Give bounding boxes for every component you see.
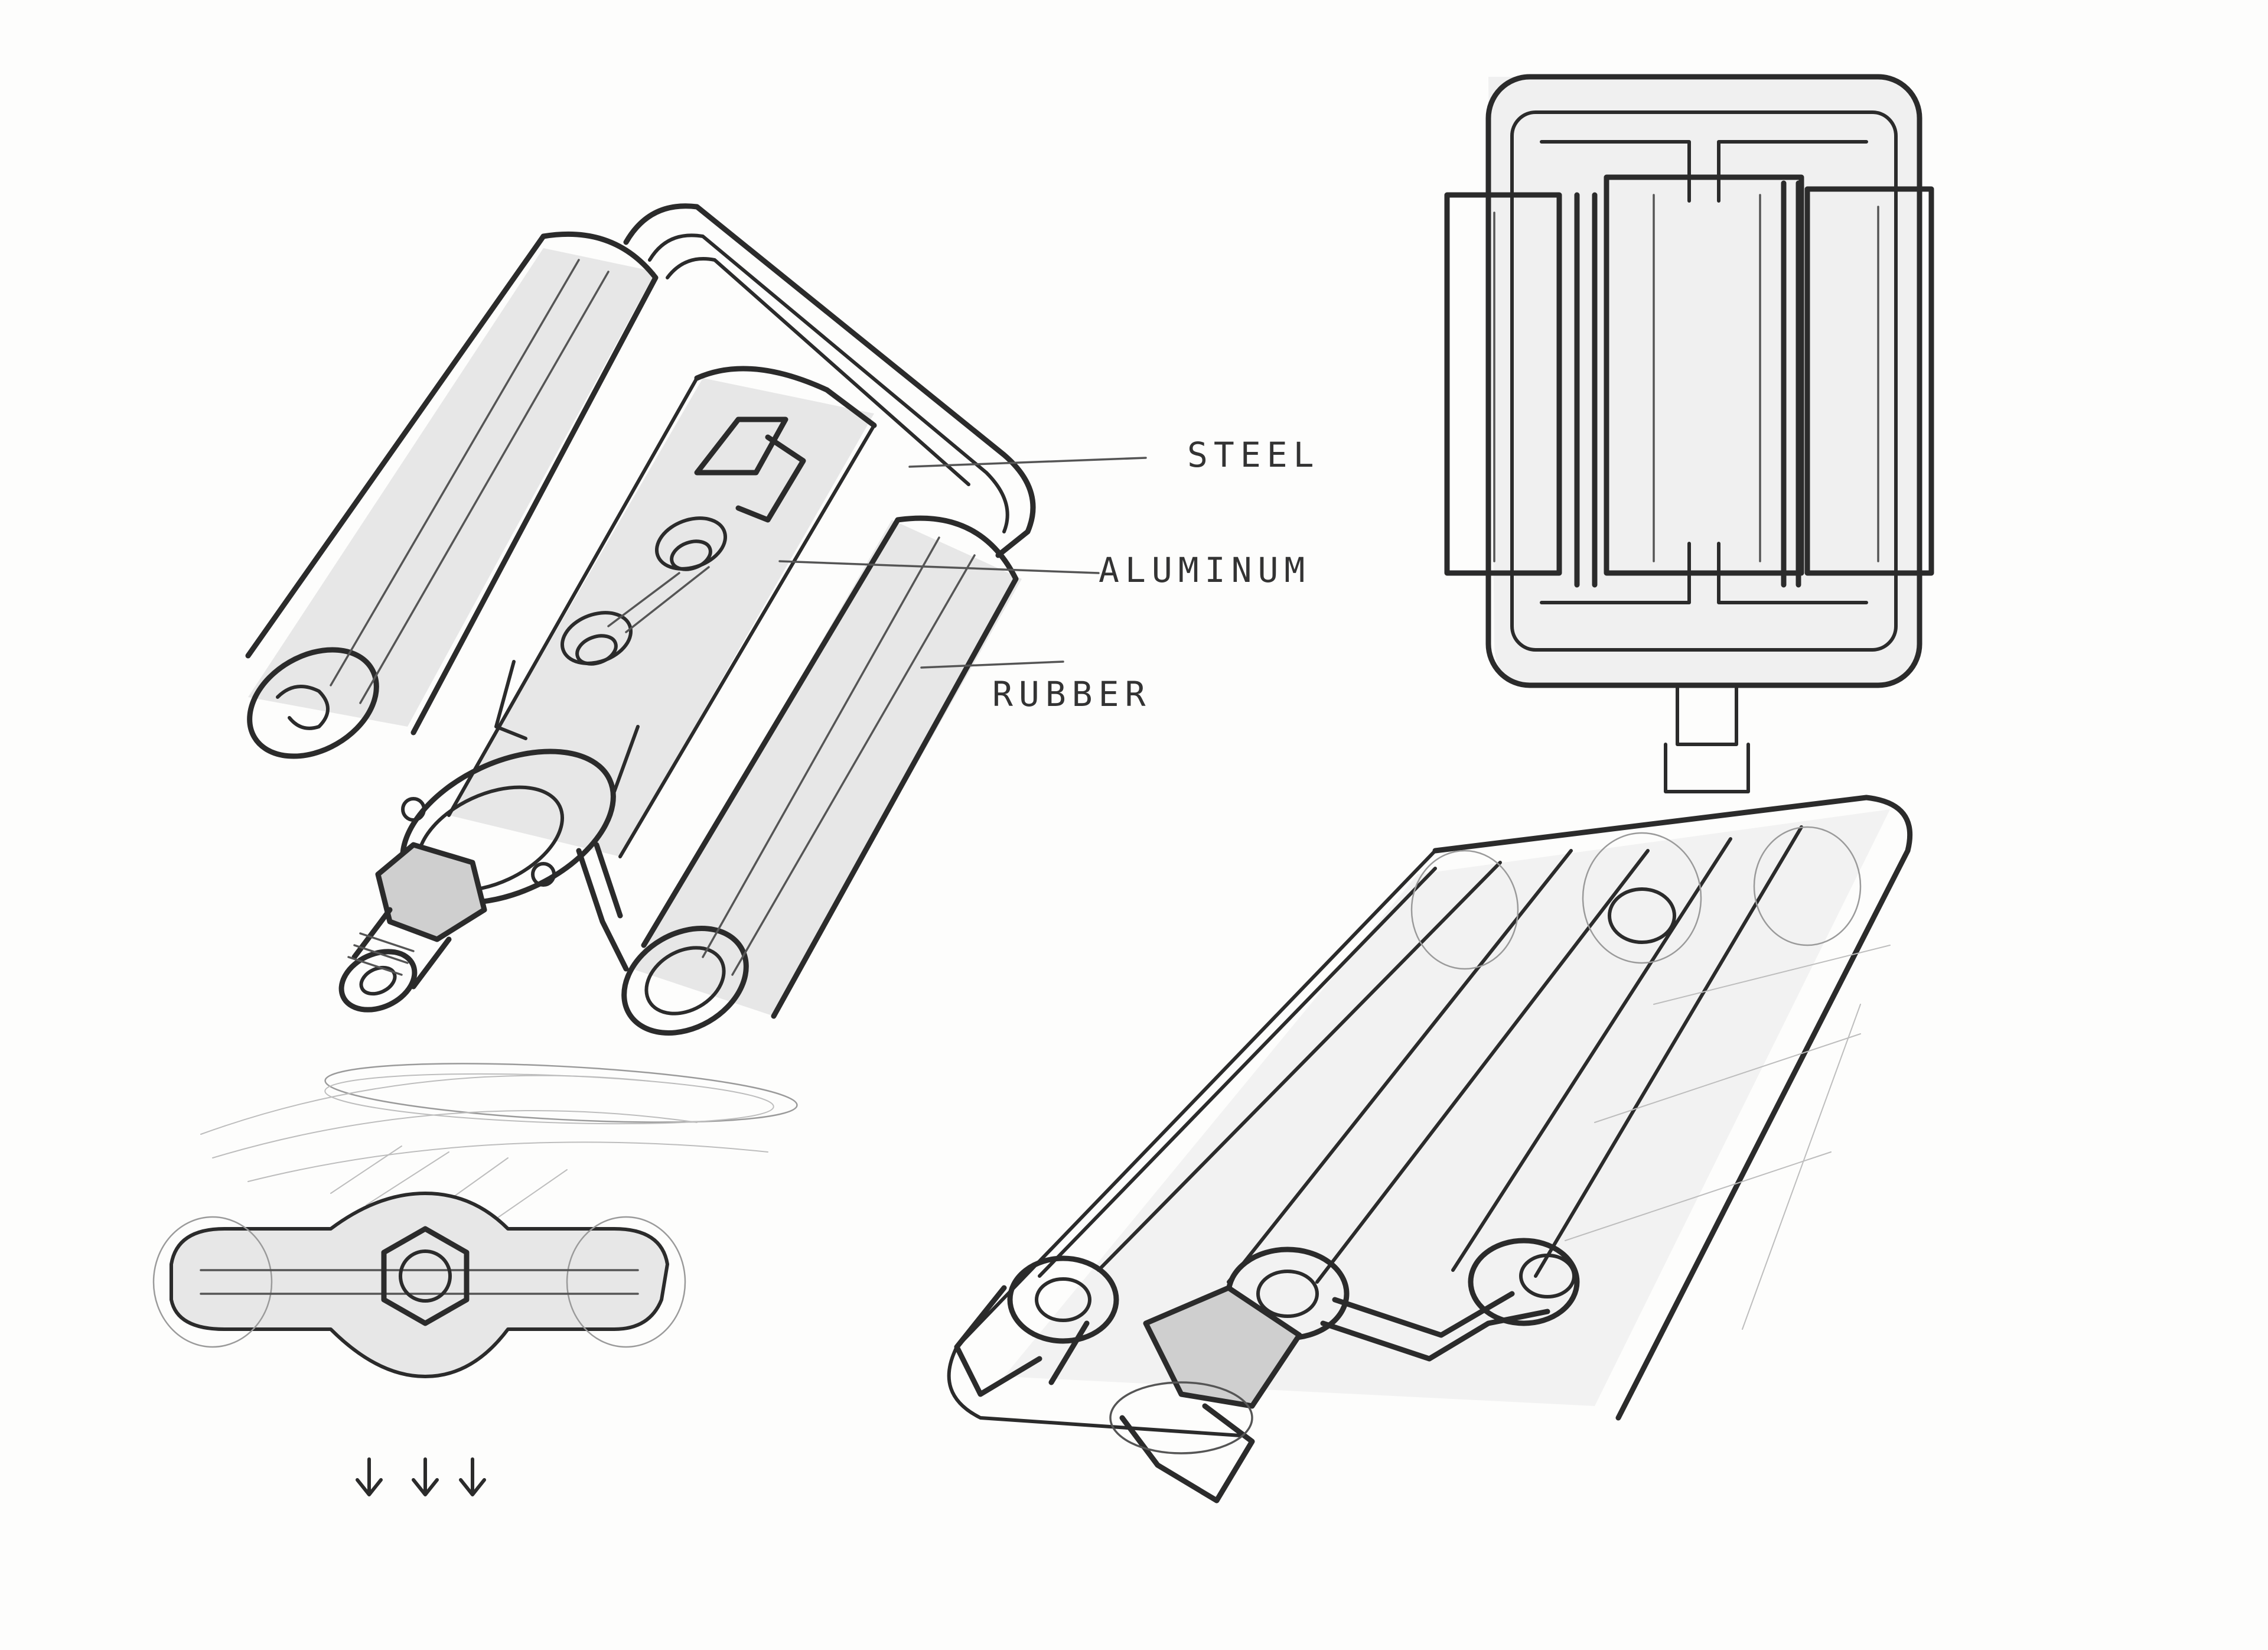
- perspective-view-drawing: [947, 795, 1913, 1503]
- label-rubber: RUBBER: [992, 674, 1152, 714]
- spindle-mount: [338, 748, 616, 1013]
- motion-scribble: [200, 1063, 798, 1223]
- label-aluminum: ALUMINUM: [1099, 550, 1311, 590]
- left-rubber-roller: [245, 231, 659, 759]
- aluminum-core: [447, 366, 877, 858]
- right-rubber-roller: [621, 515, 1022, 1036]
- steel-frame: [623, 203, 1036, 558]
- top-view-drawing: [1444, 74, 1934, 793]
- side-view-drawing: [152, 1192, 686, 1496]
- force-arrows: [356, 1457, 486, 1496]
- label-steel: STEEL: [1187, 435, 1320, 475]
- top-view-right-roller: [1804, 186, 1934, 576]
- label-leaders: [778, 457, 1147, 669]
- top-view-left-roller: [1444, 192, 1562, 576]
- main-pedal-drawing: [245, 203, 1036, 1036]
- top-view-center-roller: [1604, 174, 1804, 576]
